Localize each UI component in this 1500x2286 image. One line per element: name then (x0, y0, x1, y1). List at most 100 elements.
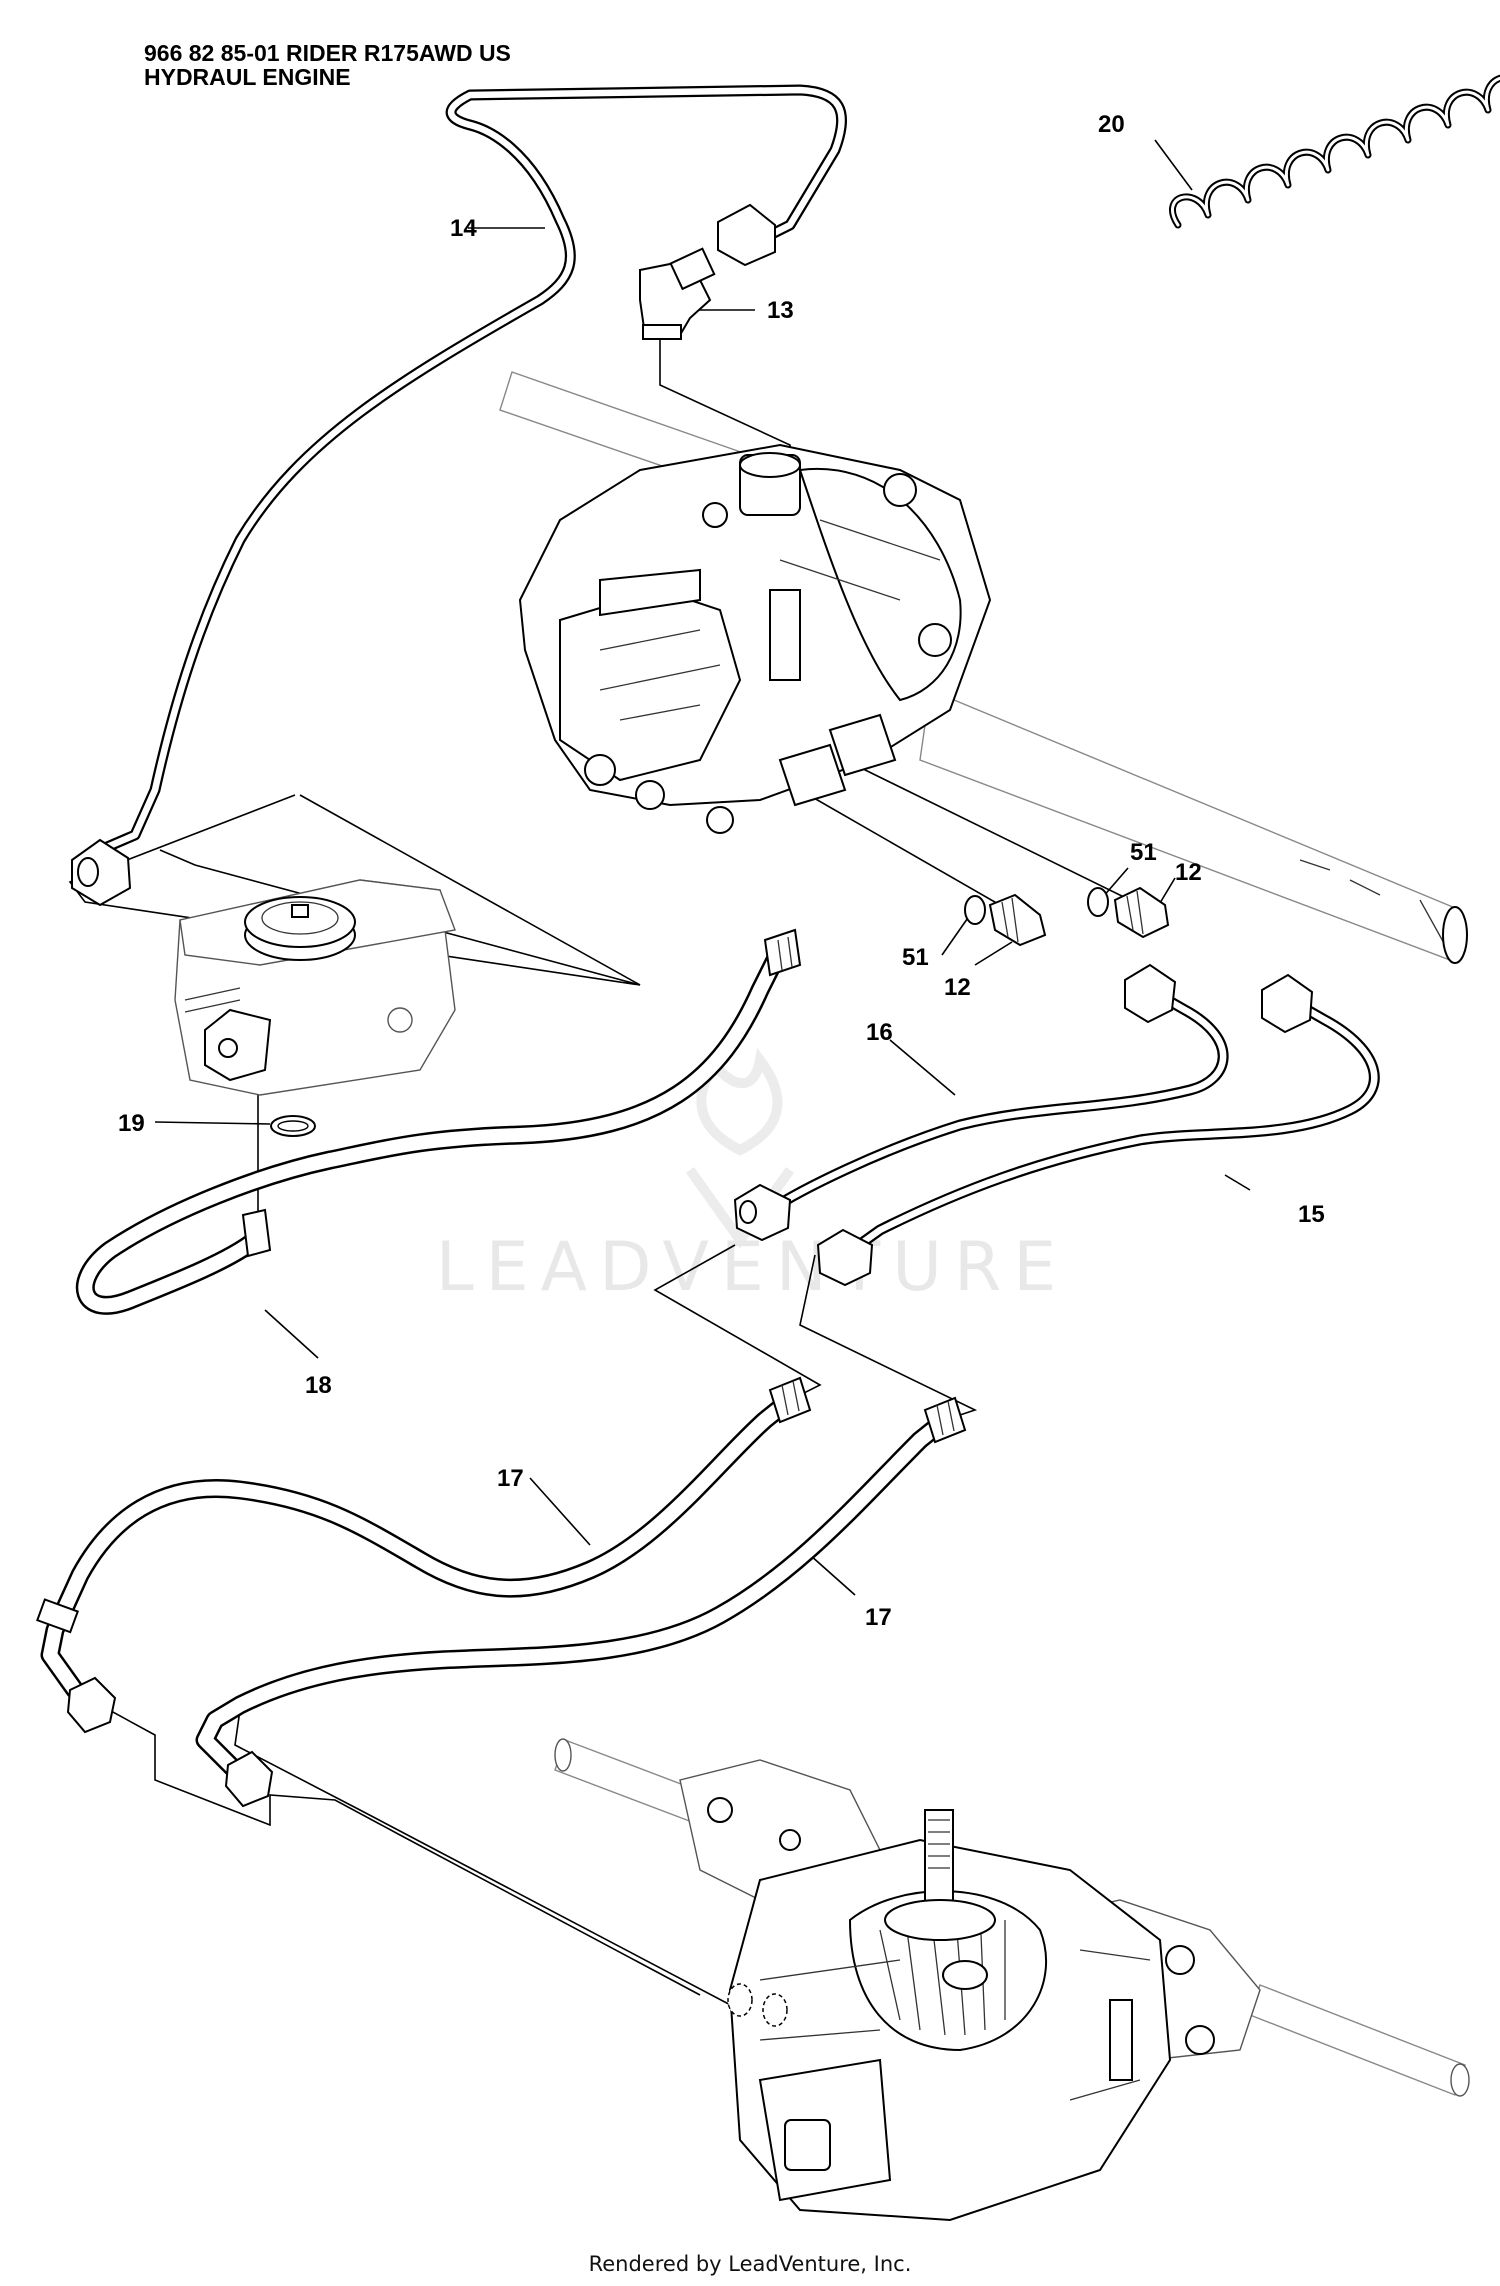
lower-axle-right-end (1450, 2063, 1470, 2097)
leader-tank-link (299, 794, 641, 986)
pump-bolt-3 (702, 502, 728, 528)
reservoir-cap-vent (291, 904, 309, 918)
pump-control-arm (599, 568, 701, 617)
pipe-14-inner (96, 86, 845, 854)
pipe-16-nut-bore (739, 1200, 757, 1224)
pump-bolt-6 (706, 806, 734, 834)
transaxle-port-2 (762, 1993, 788, 2027)
pump-bolt-4 (584, 754, 616, 786)
lower-axle-right-shaft (1249, 1984, 1466, 2096)
pipe-15-inner (841, 996, 1378, 1259)
part-51-oring-left (964, 895, 986, 925)
leader-18 (264, 1309, 319, 1359)
reservoir-cap-top (244, 896, 356, 948)
pump-bolt-2 (918, 623, 952, 657)
hose-17b-fitting-top (923, 1396, 967, 1444)
transaxle-boss (942, 1960, 988, 1990)
hose-17b-nut (224, 1750, 274, 1808)
watermark-text: LEADVENTURE (436, 1228, 1068, 1307)
hydrostatic-transmission (499, 371, 1468, 964)
elbow-thread (669, 247, 716, 291)
transaxle-plug (784, 2119, 831, 2171)
hose-18-inner (78, 943, 787, 1313)
hose-17a-crimp (36, 1598, 80, 1634)
leader-bottom-right (234, 1709, 741, 2011)
hose-17b-fitting-threads (936, 1400, 955, 1436)
hose-17a-fitting-threads (781, 1380, 800, 1416)
adapter-right-body (1113, 886, 1170, 939)
leader-pump-port-left (799, 789, 1001, 906)
pipe-16-inner (766, 986, 1227, 1214)
adapter-left-body (988, 893, 1047, 947)
pump-casting-lines (599, 519, 941, 721)
transaxle-input-splines (928, 1819, 950, 1869)
upper-axle-splines (1299, 859, 1446, 946)
pipe-14-nut-upper (717, 203, 776, 267)
pump-valve-stem (769, 589, 801, 681)
part-17-hose-lower (195, 1396, 967, 1808)
callout-18: 18 (305, 1372, 332, 1399)
diagram-subtitle: HYDRAUL ENGINE (144, 64, 351, 90)
callout-15: 15 (1298, 1201, 1325, 1228)
leader-16 (889, 1039, 956, 1096)
clamp-ring-inner (277, 1120, 309, 1132)
transaxle-bolt-1 (1165, 1945, 1195, 1975)
callout-17-lower: 17 (865, 1604, 892, 1631)
transaxle-fan-hub (884, 1899, 996, 1941)
render-credit: Rendered by LeadVenture, Inc. (588, 2252, 912, 2276)
part-12-adapter-left (988, 893, 1047, 947)
pipe-14-nut-lower (71, 838, 132, 907)
hose-17a-nut (66, 1676, 117, 1734)
part-12-adapter-right (1113, 886, 1170, 939)
spring-coil-inner (1171, 76, 1500, 227)
hose-17a-inner (43, 1393, 797, 1697)
pipe-15-nut-lower (816, 1228, 874, 1287)
callout-17-upper: 17 (497, 1465, 524, 1492)
rear-transaxle (554, 1738, 1470, 2222)
callout-51-right: 51 (1130, 839, 1157, 866)
watermark: LEADVENTURE (436, 1047, 1068, 1307)
reservoir-bracket-hole (218, 1038, 238, 1058)
pipe-14-nut-bore (77, 857, 99, 887)
transaxle-rib (1109, 1999, 1133, 2081)
transaxle-bolt-3 (707, 1797, 733, 1823)
leader-15 (1224, 1174, 1251, 1191)
oring-right (1087, 887, 1109, 917)
part-19-clamp (270, 1115, 316, 1137)
pipe-15-nut-upper (1261, 973, 1314, 1034)
callout-19: 19 (118, 1110, 145, 1137)
oring-left (964, 895, 986, 925)
leader-20 (1154, 139, 1193, 191)
pipe-16-nut-lower (733, 1183, 792, 1242)
reservoir-mount-hole (387, 1007, 413, 1033)
callout-13: 13 (767, 297, 794, 324)
leader-17-upper (529, 1477, 591, 1546)
transaxle-bolt-4 (779, 1829, 801, 1851)
reservoir-ribs (184, 987, 241, 1013)
hose-18-fitting (763, 928, 802, 977)
hose-17a-fitting-top (768, 1376, 812, 1424)
hose-18-fitting-threads (777, 936, 793, 971)
transaxle-port-1 (727, 1983, 753, 2017)
part-15-pipe (816, 973, 1380, 1287)
hose-17b-inner (198, 1413, 952, 1777)
part-14-pipe (71, 84, 848, 907)
pump-port-top (739, 452, 801, 478)
hydraulic-reservoir (174, 879, 456, 1096)
hose-17a-outer (40, 1390, 800, 1700)
pipe-16-nut-upper (1124, 963, 1177, 1024)
transaxle-casting-lines (759, 1949, 1151, 2101)
spring-coil-outer (1169, 74, 1500, 229)
leader-pump-port-right (854, 764, 1131, 901)
leader-19 (154, 1121, 271, 1125)
adapter-left-threads (1001, 897, 1019, 943)
part-51-oring-right (1087, 887, 1109, 917)
elbow-base (642, 324, 682, 340)
leader-17-lower (809, 1554, 856, 1596)
pump-port-left (778, 743, 847, 807)
callout-51-left: 51 (902, 944, 929, 971)
callout-14: 14 (450, 215, 477, 242)
callout-16: 16 (866, 1019, 893, 1046)
callout-12-left: 12 (944, 974, 971, 1001)
callout-20: 20 (1098, 111, 1125, 138)
